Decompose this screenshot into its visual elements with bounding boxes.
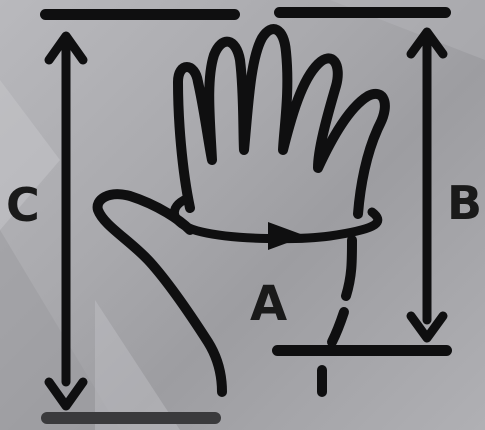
bottom-right-bar bbox=[272, 345, 452, 356]
label-c: C bbox=[6, 178, 40, 232]
label-a: A bbox=[250, 276, 288, 332]
top-right-bar bbox=[274, 7, 451, 18]
double-arrow-vertical-icon bbox=[406, 27, 448, 343]
double-arrow-vertical-icon bbox=[44, 31, 88, 411]
hand-outline-icon bbox=[92, 24, 390, 397]
arrow-right-icon bbox=[169, 195, 383, 250]
top-left-bar bbox=[40, 9, 240, 20]
bottom-left-bar bbox=[41, 412, 221, 424]
label-b: B bbox=[447, 176, 483, 230]
